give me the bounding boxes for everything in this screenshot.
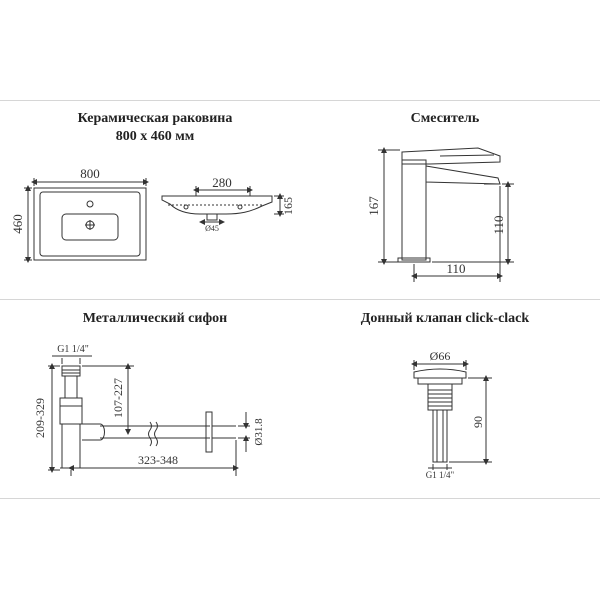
sink-outline [33,187,147,261]
sink-title: Керамическая раковина 800 x 460 мм [40,110,270,146]
faucet-spout [425,165,501,185]
drain-outlet [206,213,218,221]
sink-title-line1: Керамическая раковина [77,111,233,126]
faucet-handle [401,147,501,165]
siphon-thread-label: G1 1/4" [57,344,89,355]
pipe-break-left [148,421,152,447]
siphon-drawing [48,355,250,476]
valve-title: Донный клапан click-clack [360,311,530,326]
siphon-height-label: 209-329 [33,398,47,438]
faucet-drawing [378,147,514,282]
valve-thread-label: G1 1/4" [426,470,455,480]
faucet-spout-height-label: 110 [491,215,506,234]
middle-divider [0,299,600,300]
sink-height-label: 460 [10,214,25,234]
siphon-inlet-label: 107-227 [111,378,125,418]
sink-rim [39,191,141,257]
sink-hole-diameter-label: Ø45 [205,224,219,233]
valve-cap [413,368,467,379]
valve-cap-diameter-label: Ø66 [430,349,451,363]
faucet-title: Смеситель [410,111,480,126]
faucet-body [401,159,427,261]
faucet-hole-icon [86,200,94,208]
siphon-top-thread [61,365,81,377]
sink-title-line2: 800 x 460 мм [115,129,195,144]
siphon-nut [59,397,83,407]
sink-basin [61,213,119,241]
siphon-title: Металлический сифон [82,311,228,326]
pipe-break-right [154,421,158,447]
valve-tail [432,409,448,463]
siphon-wall-flange [205,411,213,453]
siphon-upper-tube [64,375,78,399]
sink-side-profile [161,195,273,215]
siphon-elbow [82,423,105,441]
sink-side-view [161,186,284,225]
valve-flange [417,377,463,385]
valve-drawing [411,360,492,470]
top-divider [0,100,600,101]
bottom-divider [0,498,600,499]
sink-width-label: 800 [80,166,100,181]
faucet-spout-length-label: 110 [446,261,465,276]
valve-height-label: 90 [471,416,485,428]
sink-side-height-label: 165 [281,197,295,215]
faucet-base [397,257,431,263]
sink-top-view [24,178,149,263]
siphon-length-label: 323-348 [138,453,178,467]
sink-side-width-label: 280 [212,175,232,190]
siphon-bottle-upper [59,405,83,425]
siphon-bottle [61,423,81,469]
faucet-height-label: 167 [366,196,381,216]
siphon-diameter-label: Ø31.8 [253,418,265,446]
